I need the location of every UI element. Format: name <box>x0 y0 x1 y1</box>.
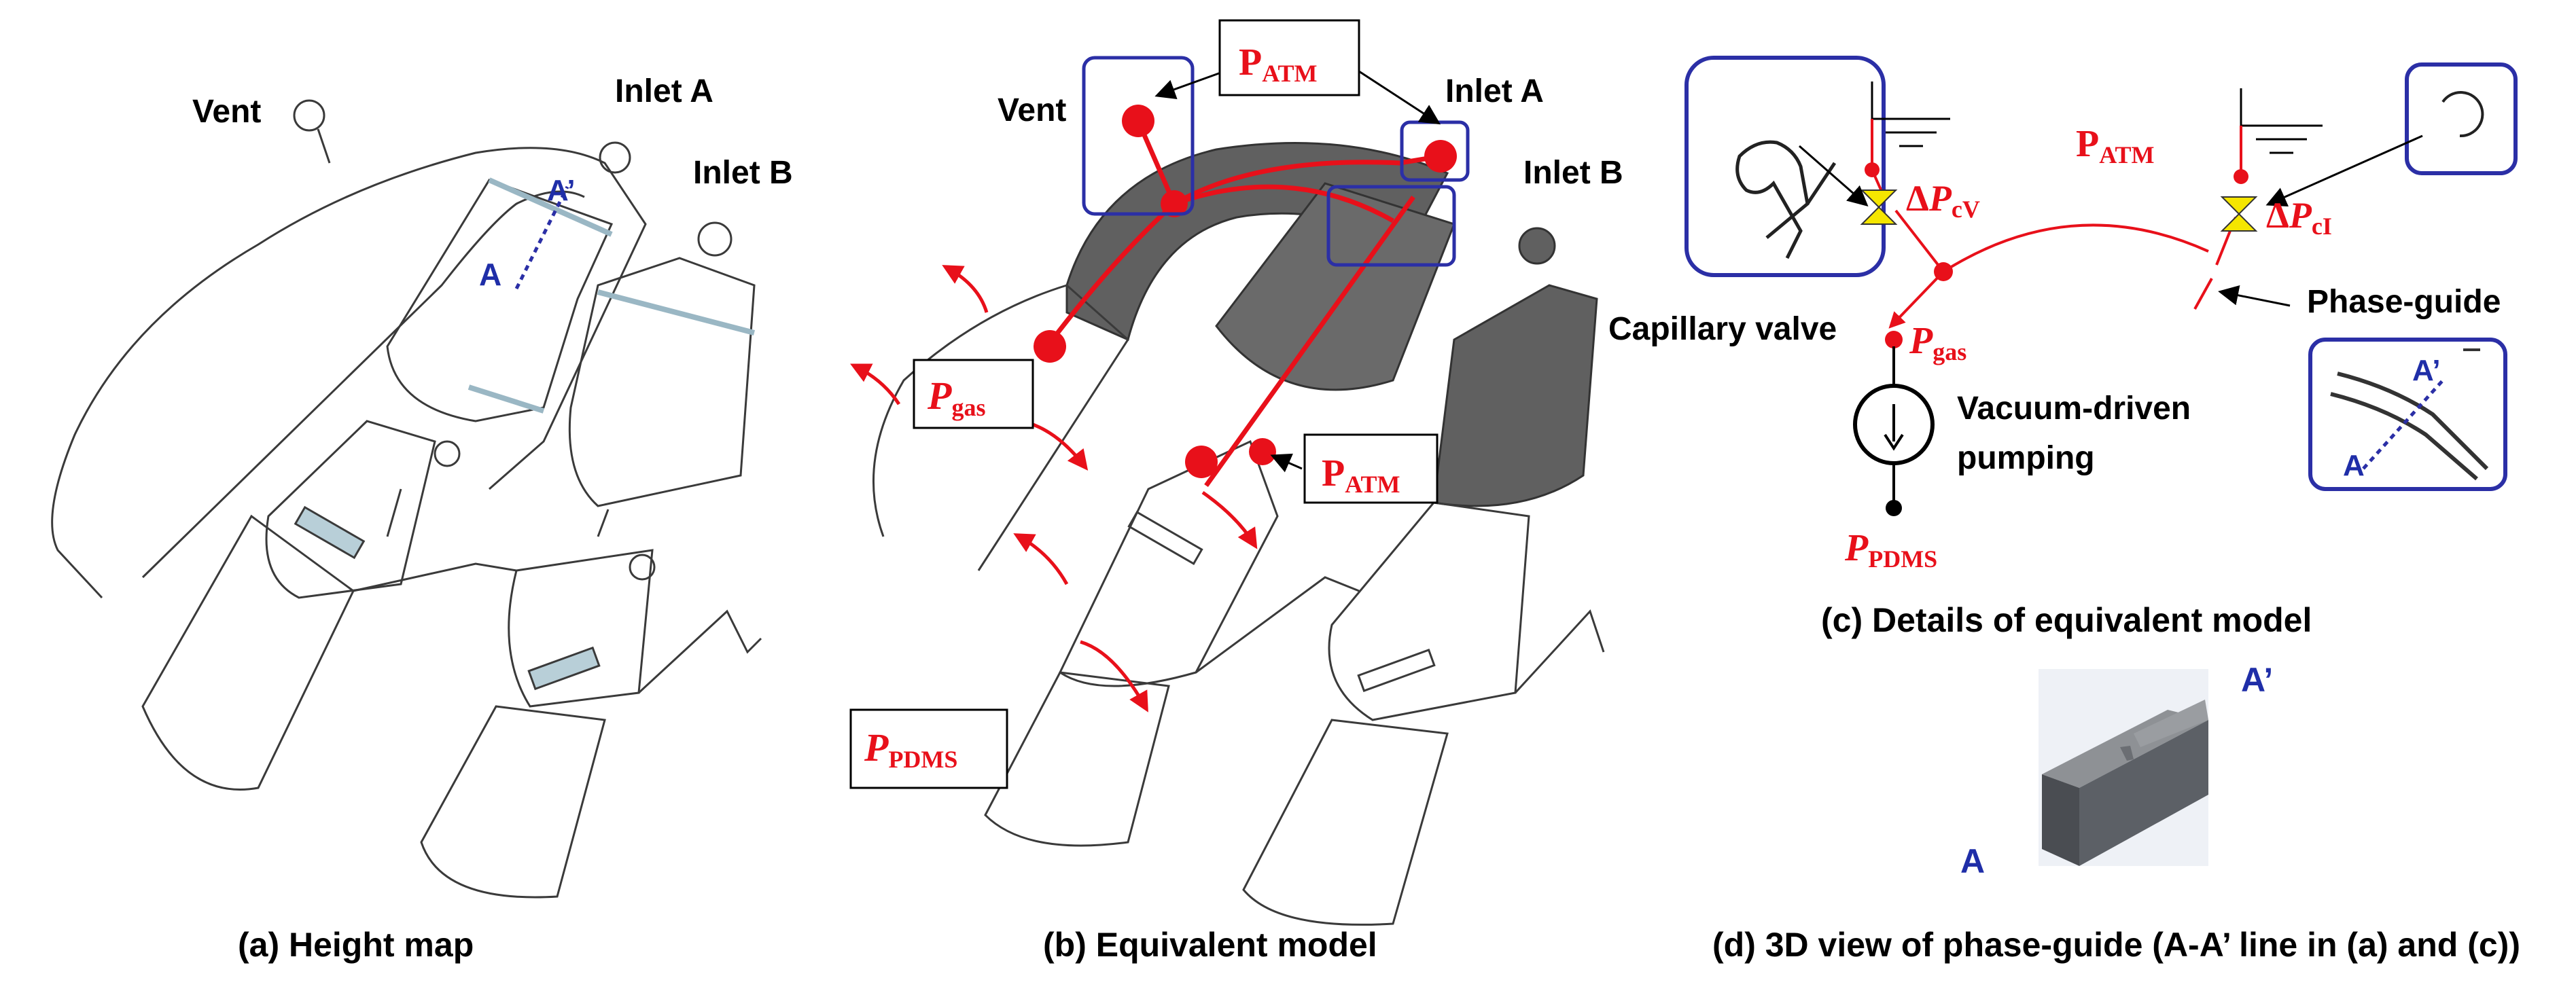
phase-guide-label: Phase-guide <box>2307 284 2501 320</box>
p-atm-label-c: PATM <box>2076 123 2155 168</box>
inlet-b-label-b: Inlet B <box>1523 155 1623 191</box>
node-upper <box>1161 190 1188 217</box>
chamber-a <box>386 179 614 422</box>
a-a-prime-line-a <box>514 185 569 290</box>
capillary-valve-label: Capillary valve <box>1608 311 1837 347</box>
inlet-b-port-b <box>1518 227 1556 265</box>
p-pdms-label-b: PPDMS <box>864 725 957 773</box>
node-lower-2 <box>1249 438 1276 465</box>
a-mark-c: A <box>2343 449 2365 482</box>
a-mark-d: A <box>1960 842 1985 880</box>
vent-port <box>293 99 325 132</box>
p-atm-top-label: PATM <box>1239 41 1318 87</box>
dp-ci-label: ΔPcI <box>2266 195 2332 240</box>
vent-label-b: Vent <box>998 92 1066 128</box>
panel-b-equivalent-model <box>849 19 1605 926</box>
middle-chamber-1 <box>265 420 436 599</box>
node-vent <box>1122 105 1154 137</box>
p-gas-label-c: Pgas <box>1909 320 1966 365</box>
node-lower-1 <box>1185 446 1218 478</box>
p-atm-mid-label: PATM <box>1322 452 1400 498</box>
caption-c: (c) Details of equivalent model <box>1821 601 2312 639</box>
node-junction-c <box>1934 262 1953 281</box>
node-gas <box>1034 330 1066 363</box>
a-prime-mark-d: A’ <box>2241 661 2273 699</box>
a-mark-a: A <box>479 257 501 292</box>
panel-d-3d-view <box>2039 669 2208 866</box>
vacuum-label-2: pumping <box>1957 440 2095 476</box>
dp-cv-label: ΔPcV <box>1906 178 1980 223</box>
inlet-b-port <box>697 221 733 257</box>
caption-a: (a) Height map <box>238 926 474 964</box>
node-gas-c <box>1885 331 1903 348</box>
inlet-a-label-b: Inlet A <box>1445 73 1544 109</box>
lower-right-chamber <box>420 705 606 899</box>
inlet-b-label-a: Inlet B <box>693 155 793 191</box>
panel-c-details <box>1684 56 2518 516</box>
middle-chamber-2 <box>508 549 654 708</box>
panel-a-height-map <box>51 99 762 899</box>
a-prime-mark-a: A’ <box>547 174 576 207</box>
u-channel-outer <box>51 147 647 599</box>
vent-label-a: Vent <box>192 94 261 130</box>
lower-left-chamber <box>141 514 355 791</box>
vacuum-label-1: Vacuum-driven <box>1957 391 2191 427</box>
chamber-b <box>568 257 756 507</box>
right-channel <box>353 562 762 694</box>
p-gas-label-b: Pgas <box>927 374 985 421</box>
u-channel-inner <box>141 190 585 579</box>
node-inlet-a <box>1424 140 1457 173</box>
gray-chamber-b <box>1432 284 1598 507</box>
a-prime-mark-c: A’ <box>2412 354 2441 387</box>
p-pdms-label-c: PPDMS <box>1844 527 1937 573</box>
caption-b: (b) Equivalent model <box>1043 926 1377 964</box>
inlet-a-label-a: Inlet A <box>615 73 713 109</box>
caption-d: (d) 3D view of phase-guide (A-A’ line in… <box>1712 926 2520 964</box>
gray-chamber-a <box>1215 182 1455 391</box>
inlet-a-port <box>599 141 631 174</box>
